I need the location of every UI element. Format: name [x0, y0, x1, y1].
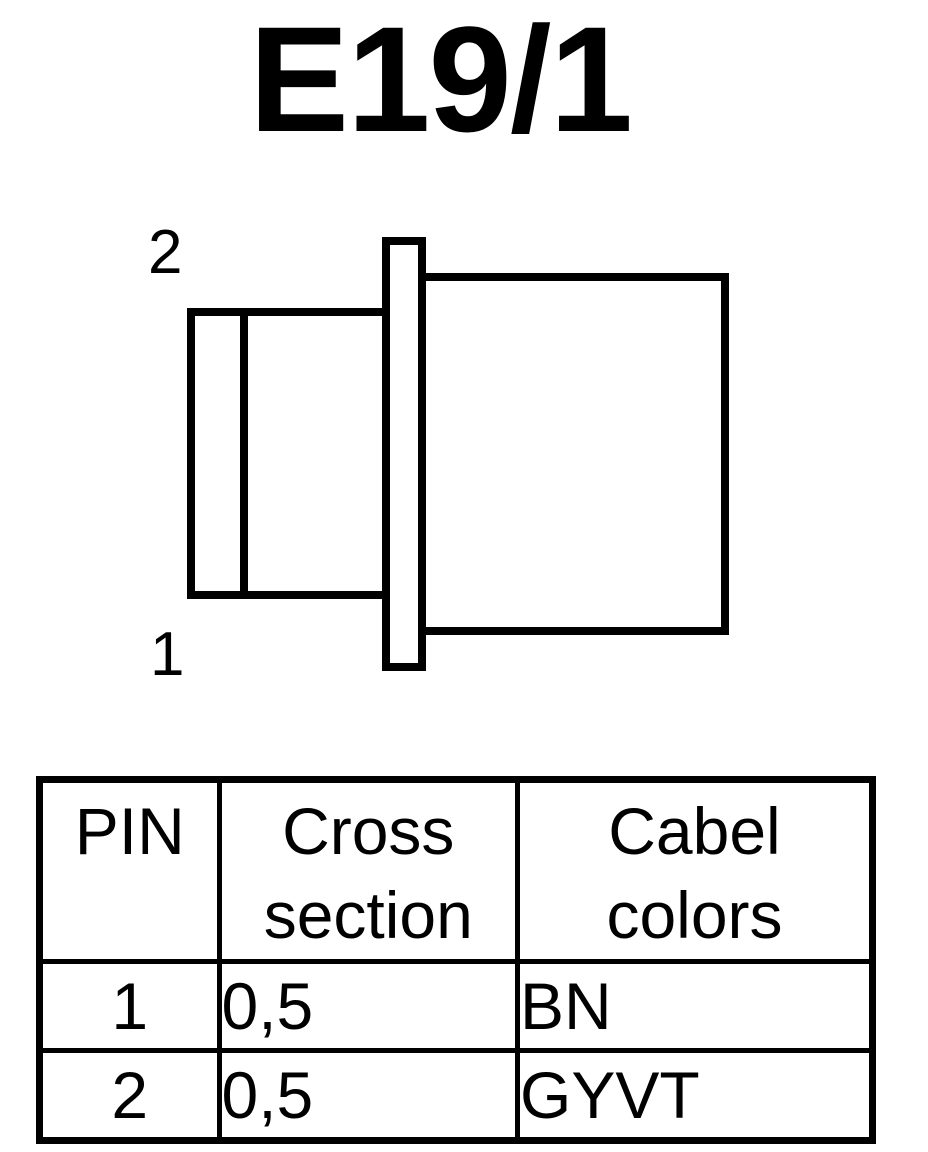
cable-color-cell: GYVT [515, 1048, 875, 1143]
connector-plug-body [187, 308, 391, 599]
table-row: 2 0,5 GYVT [37, 1048, 875, 1143]
connector-flange [382, 237, 426, 671]
cross-section-cell: 0,5 [216, 1048, 520, 1143]
connector-title: E19/1 [249, 0, 633, 163]
header-cross-section-line1: Cross [282, 794, 455, 868]
table-header-row: PIN Cross section Cabel colors [37, 777, 875, 964]
header-cross-section: Cross section [216, 777, 520, 964]
header-cross-section-line2: section [263, 878, 473, 952]
header-cable-colors: Cabel colors [515, 777, 875, 964]
header-pin-label: PIN [74, 794, 185, 868]
table-row: 1 0,5 BN [37, 959, 875, 1053]
pin-number-cell: 2 [37, 1048, 222, 1143]
pin-label-1: 1 [150, 620, 185, 689]
header-cable-colors-line2: colors [606, 878, 783, 952]
pin-label-2: 2 [148, 218, 183, 287]
header-cable-colors-label: Cabel colors [520, 783, 869, 957]
connector-housing [418, 273, 729, 635]
pin-number-cell: 1 [37, 959, 222, 1053]
connector-diagram [187, 237, 729, 671]
cable-color-cell: BN [515, 959, 875, 1053]
header-cross-section-label: Cross section [222, 783, 516, 957]
cross-section-cell: 0,5 [216, 959, 520, 1053]
header-cable-colors-line1: Cabel [608, 794, 781, 868]
pin-assignment-table: PIN Cross section Cabel colors 1 0,5 BN [36, 776, 876, 1144]
header-pin: PIN [37, 777, 222, 964]
